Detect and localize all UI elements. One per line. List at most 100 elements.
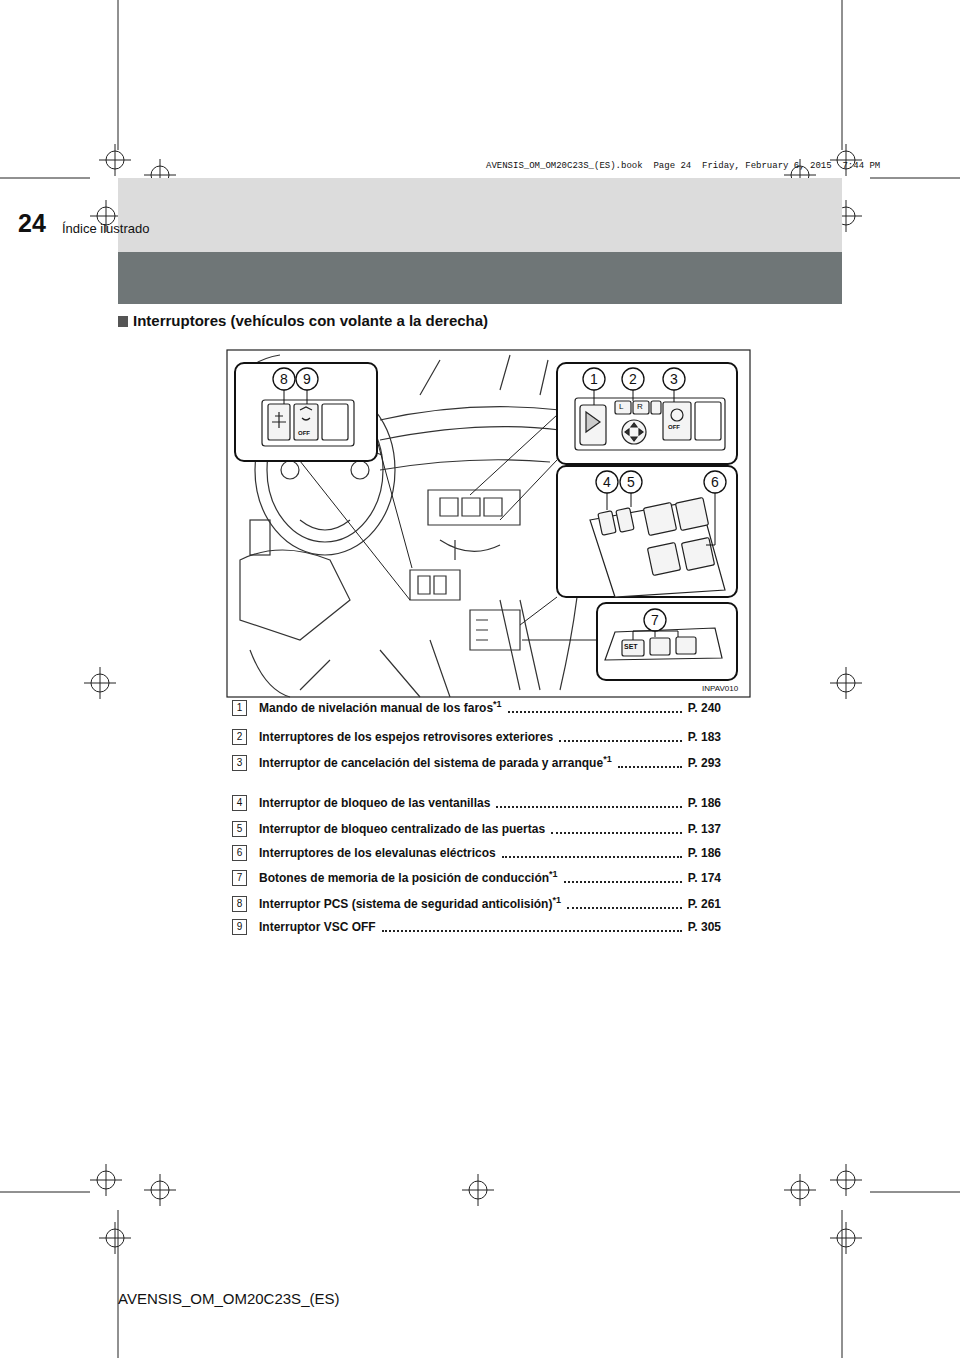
index-row: Interruptores de los elevalunas eléctric… <box>259 843 721 863</box>
page-number: 24 <box>18 208 46 238</box>
drawing-part <box>597 603 737 680</box>
leader-dots <box>508 711 682 713</box>
drawing-part <box>500 460 557 520</box>
index-row: Botones de memoria de la posición de con… <box>259 868 721 888</box>
callout-number: 1 <box>583 368 605 390</box>
drawing-part <box>520 597 557 625</box>
page-reference: P. 186 <box>688 843 721 863</box>
drawing-part <box>784 1174 816 1206</box>
leader-dots <box>502 856 682 858</box>
index-row: Interruptor de bloqueo centralizado de l… <box>259 819 721 839</box>
drawing-part <box>380 427 560 440</box>
drawing-part <box>622 420 646 444</box>
drawing-part <box>643 502 676 535</box>
item-text-wrap: Interruptor VSC OFF <box>259 917 376 937</box>
page-reference: P. 240 <box>688 698 721 718</box>
switch-drawings <box>262 398 725 660</box>
drawing-part <box>830 144 862 176</box>
drawing-part <box>622 640 644 656</box>
drawing-part <box>462 1174 494 1206</box>
drawing-part <box>615 401 631 414</box>
drawing-part <box>262 400 354 446</box>
item-text-wrap: Botones de memoria de la posición de con… <box>259 868 558 888</box>
item-text-wrap: Interruptor de bloqueo centralizado de l… <box>259 819 545 839</box>
drawing-part <box>470 415 557 495</box>
figure-frame <box>227 350 750 697</box>
drawing-part <box>681 537 714 570</box>
drawing-part <box>476 620 488 640</box>
drawing-part <box>440 540 500 560</box>
drawing-part <box>235 363 377 461</box>
drawing-part <box>380 640 450 697</box>
item-number: 8 <box>232 896 247 912</box>
drawing-part <box>377 440 412 568</box>
drawing-part <box>281 461 299 479</box>
drawing-part <box>633 401 649 414</box>
header-bar <box>118 252 842 304</box>
item-number: 6 <box>232 845 247 861</box>
item-text-wrap: Interruptor PCS (sistema de seguridad an… <box>259 894 561 914</box>
leader-dots <box>618 766 682 768</box>
drawing-part <box>580 405 606 445</box>
leader-dots <box>559 740 682 742</box>
header-band <box>118 178 842 252</box>
footnote-mark: *1 <box>493 699 502 709</box>
drawing-part <box>240 550 350 640</box>
drawing-part <box>598 511 616 535</box>
leader-dots <box>382 930 682 932</box>
leader-dots <box>567 907 682 909</box>
item-number: 9 <box>232 919 247 935</box>
item-text: Interruptores de los espejos retrovisore… <box>259 730 553 744</box>
figure-code: INPAV010 <box>702 684 738 694</box>
item-text: Botones de memoria de la posición de con… <box>259 871 549 885</box>
drawing-part <box>418 576 446 594</box>
item-text: Interruptores de los elevalunas eléctric… <box>259 846 496 860</box>
drawing-part <box>647 542 680 575</box>
drawing-part <box>663 402 691 440</box>
item-text-wrap: Interruptores de los espejos retrovisore… <box>259 727 553 747</box>
button-text: R <box>637 402 643 412</box>
callout-number: 5 <box>620 471 642 493</box>
heading-bullet <box>118 316 128 327</box>
item-text-wrap: Interruptores de los elevalunas eléctric… <box>259 843 496 863</box>
page-reference: P. 261 <box>688 894 721 914</box>
drawing-part <box>380 407 560 420</box>
drawing-part <box>594 390 674 405</box>
drawing-part <box>380 460 550 470</box>
callout-circles <box>273 368 726 631</box>
drawing-part <box>294 404 318 440</box>
drawing-part <box>440 498 502 516</box>
drawing-part <box>625 423 643 441</box>
drawing-part <box>671 409 683 421</box>
drawing-part <box>830 1222 862 1254</box>
running-head: Índice ilustrado <box>62 221 149 237</box>
drawing-part <box>272 412 286 428</box>
drawing-part <box>268 404 290 440</box>
drawing-part <box>676 637 696 654</box>
callout-number: 3 <box>663 368 685 390</box>
drawing-part <box>84 667 116 699</box>
drawing-part <box>500 600 540 690</box>
item-text: Interruptor de bloqueo de las ventanilla… <box>259 796 490 810</box>
drawing-part <box>583 368 605 390</box>
item-text: Interruptor PCS (sistema de seguridad an… <box>259 897 552 911</box>
drawing-part <box>99 144 131 176</box>
item-number: 3 <box>232 755 247 771</box>
drawing-part <box>704 471 726 493</box>
footnote-mark: *1 <box>549 869 558 879</box>
item-number: 2 <box>232 729 247 745</box>
callout-number: 8 <box>273 368 295 390</box>
inset-frames <box>235 363 737 680</box>
page-reference: P. 183 <box>688 727 721 747</box>
item-number: 1 <box>232 700 247 716</box>
drawing-part <box>557 363 737 464</box>
dashboard-drawing <box>240 355 583 697</box>
index-row: Interruptores de los espejos retrovisore… <box>259 727 721 747</box>
drawing-part <box>296 368 318 390</box>
button-text: OFF <box>298 430 310 437</box>
drawing-part <box>273 368 295 390</box>
page-reference: P. 305 <box>688 917 721 937</box>
drawing-part <box>596 471 618 493</box>
page-reference: P. 174 <box>688 868 721 888</box>
